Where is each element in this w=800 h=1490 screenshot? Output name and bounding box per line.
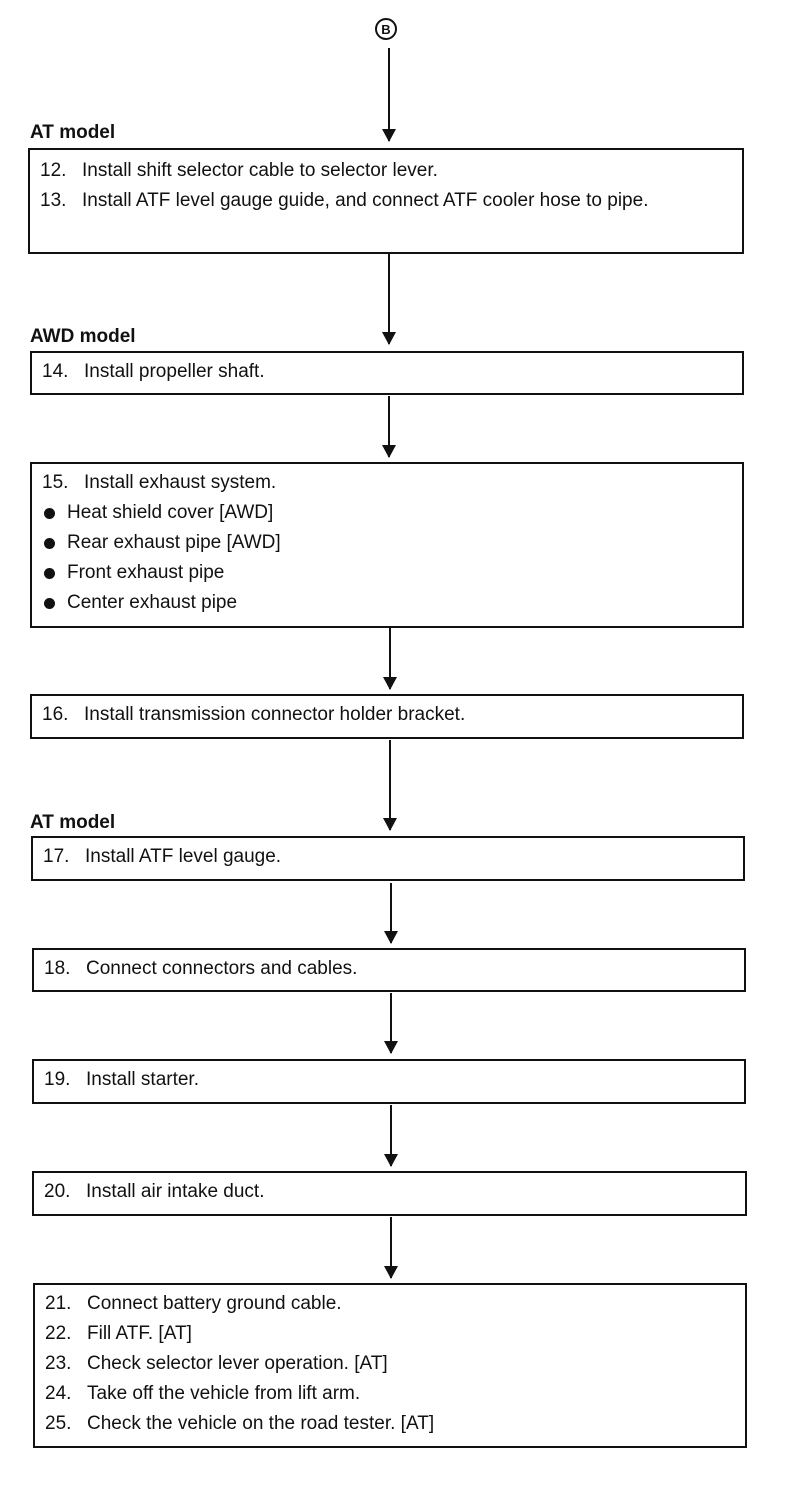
- exhaust-item-text: Front exhaust pipe: [67, 562, 225, 583]
- flow-arrow-2: [382, 253, 396, 345]
- bullet-icon: [44, 567, 55, 579]
- bullet-icon: [44, 597, 55, 609]
- flow-arrow-3: [382, 396, 396, 458]
- step-box-14: 14. Install propeller shaft.: [30, 351, 744, 395]
- step-number: 24.: [45, 1383, 72, 1404]
- step-21: 21. Connect battery ground cable.: [45, 1289, 735, 1319]
- step-22: 22. Fill ATF. [AT]: [45, 1319, 735, 1349]
- step-15: 15. Install exhaust system.: [42, 468, 732, 498]
- exhaust-item-text: Center exhaust pipe: [67, 592, 238, 613]
- step-box-12-13: 12. Install shift selector cable to sele…: [28, 148, 744, 254]
- step-13: 13. Install ATF level gauge guide, and c…: [40, 186, 732, 216]
- step-number: 16.: [42, 704, 69, 725]
- step-number: 13.: [40, 190, 67, 211]
- flow-arrow-7: [384, 993, 398, 1054]
- step-box-20: 20. Install air intake duct.: [32, 1171, 747, 1216]
- step-17: 17. Install ATF level gauge.: [43, 842, 733, 872]
- step-24: 24. Take off the vehicle from lift arm.: [45, 1379, 735, 1409]
- step-text: Fill ATF. [AT]: [87, 1323, 192, 1344]
- step-text: Install shift selector cable to selector…: [82, 160, 438, 181]
- step-number: 12.: [40, 160, 67, 181]
- step-text: Install propeller shaft.: [84, 361, 265, 382]
- step-20: 20. Install air intake duct.: [44, 1177, 735, 1207]
- step-12: 12. Install shift selector cable to sele…: [40, 156, 732, 186]
- step-25: 25. Check the vehicle on the road tester…: [45, 1409, 735, 1439]
- step-text: Check selector lever operation. [AT]: [87, 1353, 388, 1374]
- step-text: Connect connectors and cables.: [86, 958, 358, 979]
- step-box-18: 18. Connect connectors and cables.: [32, 948, 746, 992]
- step-text: Check the vehicle on the road tester. [A…: [87, 1413, 435, 1434]
- bullet-icon: [44, 537, 55, 549]
- step-19: 19. Install starter.: [44, 1065, 734, 1095]
- step-number: 22.: [45, 1323, 72, 1344]
- step-number: 17.: [43, 846, 70, 867]
- step-box-19: 19. Install starter.: [32, 1059, 746, 1104]
- exhaust-item: Center exhaust pipe: [42, 588, 732, 618]
- step-box-17: 17. Install ATF level gauge.: [31, 836, 745, 881]
- step-23: 23. Check selector lever operation. [AT]: [45, 1349, 735, 1379]
- exhaust-item: Heat shield cover [AWD]: [42, 498, 732, 528]
- step-number: 18.: [44, 958, 71, 979]
- step-number: 15.: [42, 472, 69, 493]
- step-text: Install air intake duct.: [86, 1181, 265, 1202]
- exhaust-item-text: Rear exhaust pipe [AWD]: [67, 532, 281, 553]
- bullet-icon: [44, 507, 55, 519]
- flow-arrow-1: [382, 48, 396, 142]
- step-box-16: 16. Install transmission connector holde…: [30, 694, 744, 739]
- step-number: 25.: [45, 1413, 72, 1434]
- connector-label: B: [381, 21, 391, 37]
- exhaust-item: Rear exhaust pipe [AWD]: [42, 528, 732, 558]
- flow-arrow-4: [383, 627, 397, 690]
- step-text: Install ATF level gauge guide, and conne…: [82, 190, 649, 211]
- section-label-awd-model: AWD model: [30, 326, 136, 347]
- flow-arrow-9: [384, 1217, 398, 1279]
- step-number: 23.: [45, 1353, 72, 1374]
- step-number: 14.: [42, 361, 69, 382]
- off-page-connector-b: B: [375, 18, 397, 40]
- step-number: 19.: [44, 1069, 71, 1090]
- step-text: Take off the vehicle from lift arm.: [87, 1383, 361, 1404]
- flow-arrow-6: [384, 883, 398, 944]
- step-text: Install transmission connector holder br…: [84, 704, 466, 725]
- step-number: 20.: [44, 1181, 71, 1202]
- exhaust-item: Front exhaust pipe: [42, 558, 732, 588]
- step-number: 21.: [45, 1293, 72, 1314]
- section-label-at-model-2: AT model: [30, 812, 116, 833]
- exhaust-item-text: Heat shield cover [AWD]: [67, 502, 274, 523]
- step-box-15: 15. Install exhaust system. Heat shield …: [30, 462, 744, 628]
- step-18: 18. Connect connectors and cables.: [44, 954, 734, 984]
- step-text: Install starter.: [86, 1069, 199, 1090]
- step-box-21-25: 21. Connect battery ground cable. 22. Fi…: [33, 1283, 747, 1448]
- step-text: Connect battery ground cable.: [87, 1293, 342, 1314]
- step-14: 14. Install propeller shaft.: [42, 357, 732, 387]
- step-text: Install exhaust system.: [84, 472, 277, 493]
- flow-arrow-8: [384, 1105, 398, 1167]
- step-text: Install ATF level gauge.: [85, 846, 282, 867]
- section-label-at-model: AT model: [30, 122, 116, 143]
- step-16: 16. Install transmission connector holde…: [42, 700, 732, 730]
- flow-arrow-5: [383, 740, 397, 831]
